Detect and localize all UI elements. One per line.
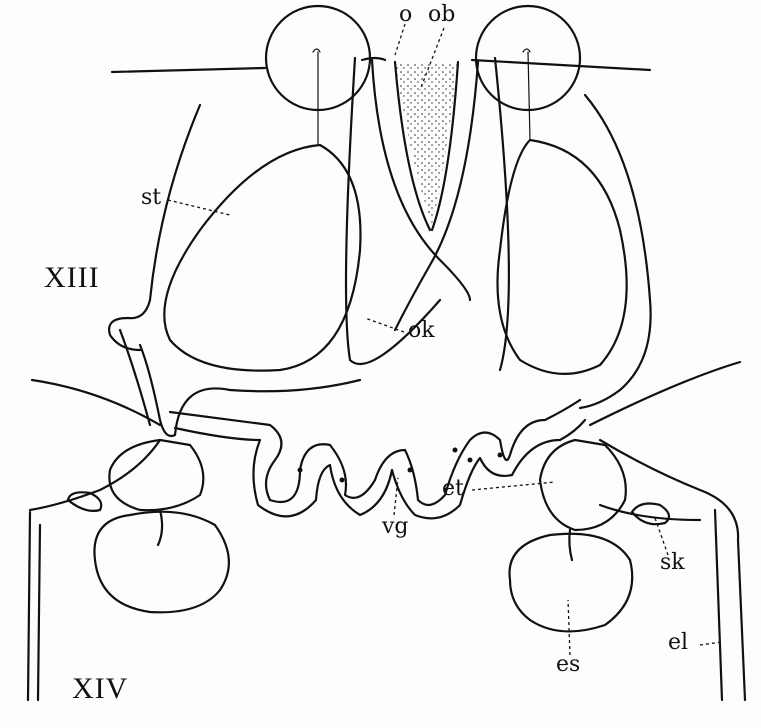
label-vg: vg bbox=[382, 516, 409, 538]
label-et: et bbox=[442, 478, 464, 500]
left-seminal-sac bbox=[164, 145, 360, 371]
label-ok: ok bbox=[408, 320, 435, 342]
label-sk: sk bbox=[660, 552, 685, 574]
segment-boundary-top bbox=[112, 58, 650, 72]
left-body-wall bbox=[28, 440, 160, 700]
right-atrium bbox=[540, 440, 626, 530]
right-seminal-sac bbox=[498, 140, 627, 374]
label-o: o bbox=[399, 4, 412, 26]
label-el: el bbox=[668, 632, 688, 654]
label-es: es bbox=[556, 654, 580, 676]
segment-label-upper: XIII bbox=[44, 263, 100, 293]
label-st: st bbox=[141, 187, 161, 209]
segment-boundary-middle bbox=[32, 362, 740, 425]
segment-label-lower: XIV bbox=[72, 674, 128, 704]
wavy-duct bbox=[170, 400, 580, 505]
right-sk bbox=[632, 504, 669, 525]
label-ob: ob bbox=[428, 4, 455, 26]
